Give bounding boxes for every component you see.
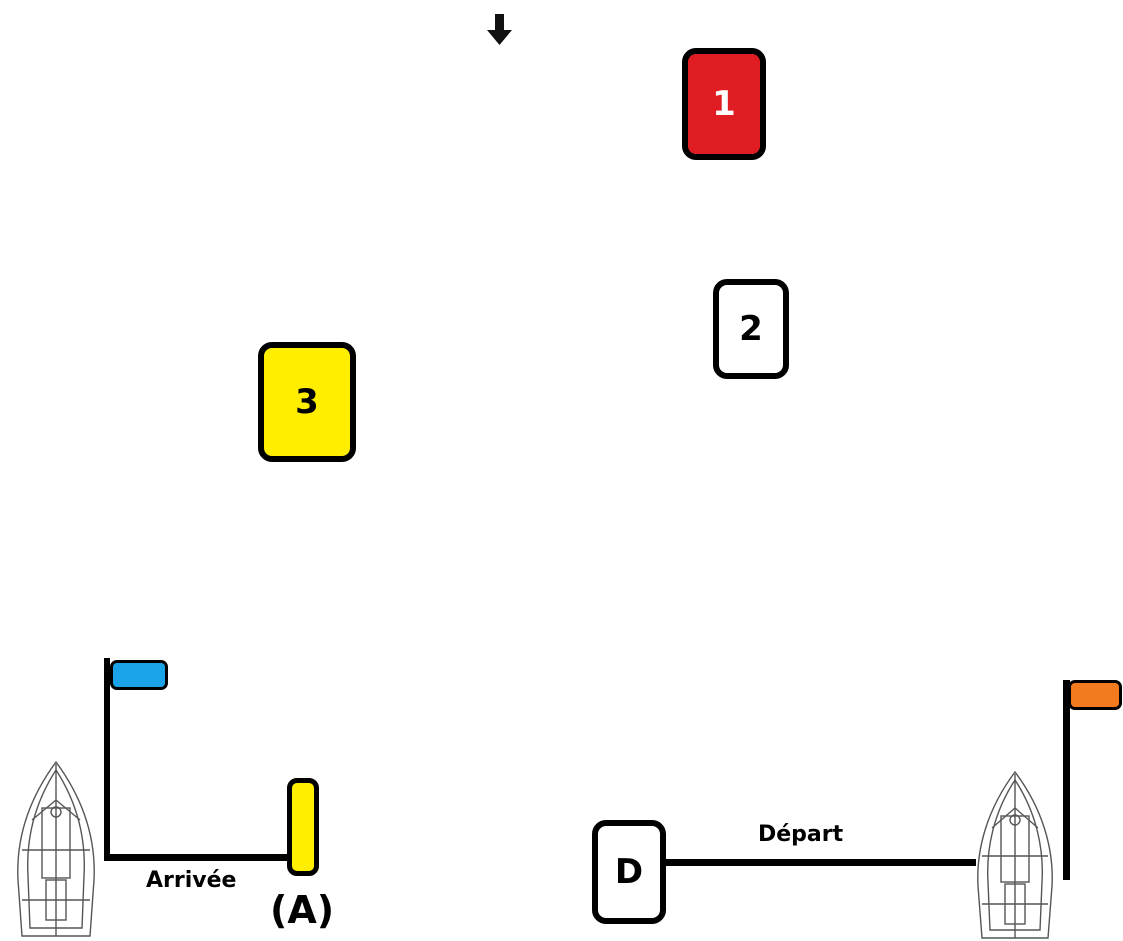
finish-mark-label: (A) (270, 888, 335, 932)
sailboat-topview-icon (17, 760, 95, 937)
start-mark-d-buoy: D (592, 820, 666, 924)
finish-line (104, 854, 290, 861)
mark-3-buoy: 3 (258, 342, 356, 462)
sailboat-topview-icon (977, 770, 1053, 939)
mark-2-buoy: 2 (713, 279, 789, 379)
finish-flagpole (104, 658, 110, 860)
start-flagpole (1063, 680, 1070, 880)
start-line (664, 859, 976, 866)
finish-mark-buoy (287, 778, 319, 876)
finish-flag (110, 660, 168, 690)
mark-1-buoy: 1 (682, 48, 766, 160)
mark-1-label: 1 (712, 84, 736, 124)
start-flag (1068, 680, 1122, 710)
finish-line-label: Arrivée (146, 868, 237, 893)
down-arrow-icon (487, 14, 512, 45)
mark-2-label: 2 (739, 309, 763, 349)
start-line-label: Départ (758, 822, 844, 847)
start-mark-d-label: D (614, 852, 644, 892)
mark-3-label: 3 (295, 382, 319, 422)
